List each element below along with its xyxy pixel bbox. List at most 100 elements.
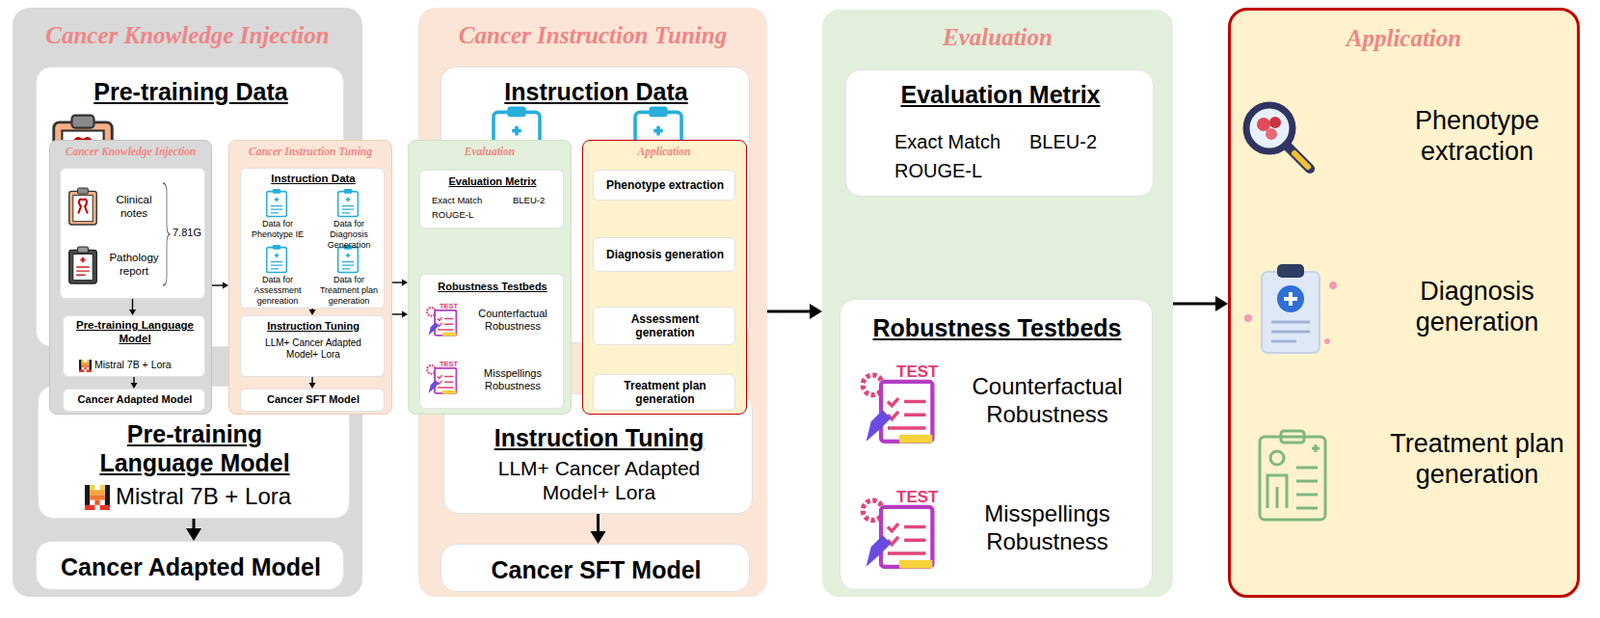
connector-line [1173, 302, 1216, 306]
content-box: Evaluation MetrixExact MatchBLEU-2ROUGE-… [845, 69, 1154, 197]
text-slot: Data for Diagnosis Generation [314, 218, 384, 250]
connector-line [392, 313, 402, 315]
text-slot: Cancer SFT Model [240, 393, 386, 406]
panel-title: Application [583, 145, 746, 160]
box-text: Misspellings Robustness [462, 367, 563, 393]
text-slot: Phenotype extraction [593, 178, 737, 192]
box-text: Pathology report [103, 251, 165, 279]
text-slot: Mistral 7B + Lora [115, 482, 338, 511]
content-box: Cancer Adapted Model [35, 540, 345, 590]
chart-icon [1255, 428, 1330, 524]
box-text: Exact Match [894, 130, 1030, 154]
box-heading: Instruction Tuning [444, 423, 754, 453]
text-slot: Robustness Testbeds [840, 313, 1154, 343]
box-text: Counterfactual Robustness [462, 307, 563, 333]
content-box: Instruction DataData for Phenotype IEDat… [240, 167, 385, 309]
box-title: Cancer Adapted Model [36, 552, 346, 582]
box-title: Cancer SFT Model [240, 393, 386, 406]
text-slot: 7.81G [172, 226, 206, 240]
text-slot: Application [583, 145, 746, 160]
content-box: Robustness TestbedsCounterfactual Robust… [419, 273, 564, 409]
icon-label: TEST [896, 363, 938, 380]
connector-arrow [767, 303, 823, 320]
content-box: Phenotype extraction [592, 169, 736, 201]
box-title: Diagnosis generation [593, 247, 737, 262]
connector-arrow [212, 282, 229, 290]
content-box: Cancer SFT Model [440, 543, 750, 592]
text-slot: Instruction Tuning [240, 320, 386, 333]
brace-icon [162, 182, 171, 287]
text-slot: Pathology report [103, 251, 165, 279]
text-slot: Assessment generation [612, 312, 719, 341]
text-slot: BLEU-2 [1029, 130, 1146, 154]
box-text: ROUGE-L [431, 209, 513, 220]
text-slot: Cancer Instruction Tuning [418, 21, 768, 51]
clipC-icon [264, 243, 290, 274]
content-box: Pre-training Language ModelMistral 7B + … [62, 315, 206, 377]
text-slot: Cancer SFT Model [441, 555, 751, 585]
content-box: Treatment plan generation [592, 373, 736, 411]
text-slot: Cancer Instruction Tuning [229, 145, 392, 160]
connector-arrow [392, 311, 408, 319]
icon-label: TEST [896, 488, 938, 506]
text-slot: Counterfactual Robustness [462, 307, 563, 333]
text-slot: TEST [896, 363, 938, 380]
box-text: Diagnosis generation [1383, 275, 1572, 339]
text-slot: Cancer Knowledge Injection [12, 21, 363, 51]
box-heading: Instruction Data [240, 172, 386, 187]
box-title: Cancer SFT Model [441, 555, 751, 585]
text-slot: Misspellings Robustness [462, 367, 563, 393]
box-text: ROUGE-L [894, 159, 1030, 183]
connector-line [767, 310, 810, 314]
text-slot: Treatment plan generation [1383, 427, 1572, 491]
text-slot: Pre-training Language Model [67, 319, 203, 347]
text-slot: Phenotype extraction [1383, 105, 1572, 168]
box-heading: Pre-training Language Model [79, 419, 311, 478]
stage-panel: ApplicationPhenotype extractionDiagnosis… [1227, 7, 1580, 598]
box-text: Phenotype extraction [1383, 105, 1572, 168]
clipC-icon [335, 187, 361, 218]
box-text: Data for Phenotype IE [242, 218, 313, 240]
clipP-icon [1242, 258, 1339, 360]
box-text: BLEU-2 [512, 194, 563, 206]
content-box: Cancer SFT Model [240, 388, 385, 412]
box-title: Phenotype extraction [593, 178, 737, 192]
text-slot: Misspellings Robustness [948, 500, 1147, 557]
panel-title: Cancer Knowledge Injection [50, 145, 212, 160]
text-slot: Evaluation [408, 145, 571, 160]
box-heading: Robustness Testbeds [840, 313, 1154, 343]
text-slot: Data for Assessment genreation [242, 274, 313, 306]
content-box: Clinical notesPathology report7.81G [59, 167, 206, 299]
text-slot: Diagnosis generation [1383, 275, 1572, 339]
text-slot: TEST [896, 488, 938, 506]
box-title: Assessment generation [612, 312, 719, 341]
text-slot: ROUGE-L [894, 159, 1030, 183]
box-title: Cancer Adapted Model [63, 393, 207, 406]
text-slot: Cancer Knowledge Injection [50, 145, 212, 160]
panel-title: Cancer Knowledge Injection [12, 21, 363, 51]
text-slot: Pre-training Data [36, 77, 346, 107]
box-heading: Instruction Data [441, 77, 751, 107]
text-slot: Mistral 7B + Lora [94, 358, 203, 372]
box-text: Data for Diagnosis Generation [314, 218, 384, 250]
mistral-icon [84, 484, 110, 510]
panel-title: Evaluation [408, 145, 571, 160]
text-slot: Exact Match [894, 130, 1030, 154]
clipR-icon [66, 243, 100, 287]
content-box: Cancer Adapted Model [62, 388, 206, 412]
panel-title: Cancer Instruction Tuning [418, 21, 768, 51]
content-box: Diagnosis generation [592, 237, 736, 272]
box-heading: Evaluation Metrix [420, 175, 565, 188]
content-box: Robustness TestbedsCounterfactual Robust… [839, 298, 1153, 590]
text-slot: Data for Treatment plan generation [314, 274, 384, 306]
text-slot: Treatment plan generation [612, 378, 719, 407]
text-slot: ROUGE-L [431, 209, 513, 220]
text-slot: Counterfactual Robustness [948, 373, 1147, 429]
box-text: BLEU-2 [1029, 130, 1146, 154]
text-slot: TEST [439, 360, 458, 369]
mistral-icon [79, 359, 92, 373]
text-slot: Evaluation Metrix [846, 80, 1155, 109]
panel-title: Evaluation [822, 23, 1174, 53]
connector-line [392, 281, 402, 283]
